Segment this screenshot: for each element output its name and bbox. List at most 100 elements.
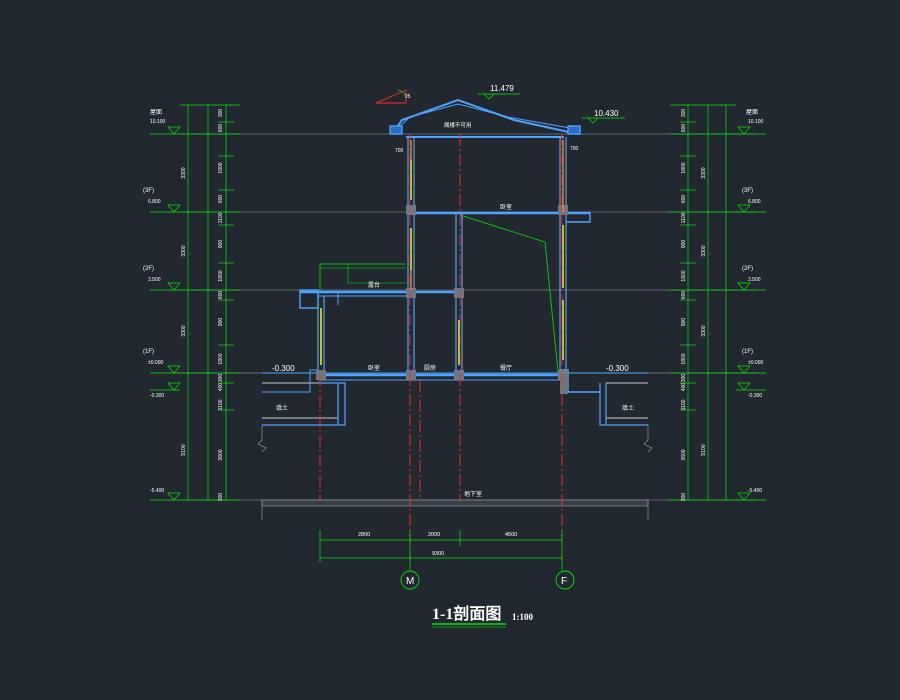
left-inner-dim-8: 900 bbox=[218, 318, 224, 327]
room-kitchen: 厨房 bbox=[424, 364, 436, 372]
right-inner-dim-6: 1800 bbox=[681, 270, 687, 281]
level-lines bbox=[178, 133, 756, 501]
left-inner-dim-12: 1100 bbox=[218, 399, 224, 410]
bottom-dimension-chain bbox=[319, 530, 563, 570]
room-bedroom-1f: 卧室 bbox=[368, 364, 380, 372]
ground-section bbox=[257, 372, 653, 520]
right-inner-dim-8: 900 bbox=[681, 318, 687, 327]
right-inner-dim-5: 900 bbox=[681, 240, 687, 249]
doors bbox=[410, 140, 564, 290]
roof-value-right: 10.100 bbox=[748, 119, 764, 125]
vertical-dimension-texts: 3300 3300 3300 5100 300 600 1800 600 1100 900 1800… bbox=[181, 109, 707, 502]
right-inner-dim-10: 300 bbox=[681, 374, 687, 383]
title-underline bbox=[432, 623, 506, 628]
room-dining: 餐厅 bbox=[500, 364, 512, 372]
f2-value-left: 3.500 bbox=[148, 277, 161, 283]
right-outer-dim-3: 5100 bbox=[701, 444, 707, 455]
f1-label-left: (1F) bbox=[143, 349, 154, 355]
right-inner-dim-13: 3600 bbox=[681, 449, 687, 460]
top-elevation-marks bbox=[478, 93, 625, 124]
f2-label-right: (2F) bbox=[742, 266, 753, 272]
grade-value-left: -0.300 bbox=[150, 393, 164, 399]
slope-indicator bbox=[375, 89, 407, 104]
axis-label-m: M bbox=[406, 576, 414, 587]
room-balcony: 露台 bbox=[368, 281, 380, 289]
slope-label: 25 bbox=[405, 94, 411, 100]
right-inner-dim-11: 400 bbox=[681, 383, 687, 392]
eave-elevation: 10.430 bbox=[594, 109, 619, 118]
stair-line bbox=[459, 214, 559, 373]
grade-value-right: -0.300 bbox=[748, 393, 762, 399]
left-inner-dim-6: 1800 bbox=[218, 270, 224, 281]
right-outer-dim-1: 3300 bbox=[701, 245, 707, 256]
dim-2000: 2000 bbox=[428, 532, 440, 538]
left-inner-dim-3: 600 bbox=[218, 195, 224, 204]
right-outer-dim-0: 3300 bbox=[701, 167, 707, 178]
ground-elevation-left: -0.300 bbox=[272, 364, 295, 373]
windows bbox=[320, 160, 564, 365]
soil-right: 填土 bbox=[622, 404, 634, 412]
right-inner-dim-1: 600 bbox=[681, 124, 687, 133]
left-inner-dim-13: 3600 bbox=[218, 449, 224, 460]
dim-4500: 4500 bbox=[505, 532, 517, 538]
left-outer-dim-3: 5100 bbox=[181, 444, 187, 455]
drawing-title: 1-1剖面图 bbox=[432, 604, 501, 623]
left-inner-dim-4: 1100 bbox=[218, 212, 224, 223]
drawing-text: 11.479 10.430 25 屋面 10.100 (3F) 6.800 (2… bbox=[143, 84, 764, 623]
right-dimension-chain bbox=[670, 104, 766, 501]
right-inner-dim-0: 300 bbox=[681, 109, 687, 118]
axis-lines bbox=[319, 134, 563, 560]
cornice-dim-left: 700 bbox=[395, 148, 404, 154]
right-outer-dim-2: 3300 bbox=[701, 325, 707, 336]
right-inner-dim-3: 600 bbox=[681, 195, 687, 204]
left-inner-dim-9: 1800 bbox=[218, 353, 224, 364]
roof-label-right: 屋面 bbox=[746, 109, 758, 116]
axis-label-f: F bbox=[561, 576, 567, 587]
room-bedroom-3f: 卧室 bbox=[500, 203, 512, 211]
left-inner-dim-2: 1800 bbox=[218, 162, 224, 173]
left-inner-dim-1: 600 bbox=[218, 124, 224, 133]
structural-columns bbox=[316, 205, 568, 394]
room-attic: 阁楼不可用 bbox=[444, 121, 472, 129]
left-inner-dim-11: 400 bbox=[218, 383, 224, 392]
dim-total: 9300 bbox=[432, 551, 444, 557]
axis-bubble-m bbox=[400, 570, 420, 590]
left-outer-dim-0: 3300 bbox=[181, 167, 187, 178]
f3-label-left: (3F) bbox=[143, 188, 154, 194]
left-dimension-chain bbox=[150, 104, 240, 501]
building-section bbox=[262, 98, 607, 425]
f1-value-right: ±0.000 bbox=[748, 360, 763, 366]
left-inner-dim-10: 300 bbox=[218, 374, 224, 383]
base-value-left: -5.400 bbox=[150, 488, 164, 494]
right-inner-dim-2: 1800 bbox=[681, 162, 687, 173]
f1-label-right: (1F) bbox=[742, 349, 753, 355]
roof-value-left: 10.100 bbox=[150, 119, 166, 125]
left-inner-dim-0: 300 bbox=[218, 109, 224, 118]
left-outer-dim-2: 3300 bbox=[181, 325, 187, 336]
axis-bubble-f bbox=[555, 570, 575, 590]
right-inner-dim-9: 1800 bbox=[681, 353, 687, 364]
roof-label-left: 屋面 bbox=[150, 109, 162, 116]
f3-label-right: (3F) bbox=[742, 188, 753, 194]
cornice-dim-right: 700 bbox=[570, 146, 579, 152]
room-basement: 地下室 bbox=[464, 490, 482, 498]
soil-left: 填土 bbox=[276, 404, 288, 412]
left-inner-dim-5: 900 bbox=[218, 240, 224, 249]
drawing-scale: 1:100 bbox=[512, 612, 533, 622]
f3-value-right: 6.800 bbox=[748, 199, 761, 205]
right-inner-dim-7: 600 bbox=[681, 291, 687, 300]
right-inner-dim-4: 1100 bbox=[681, 212, 687, 223]
f2-label-left: (2F) bbox=[143, 266, 154, 272]
f2-value-right: 3.500 bbox=[748, 277, 761, 283]
left-inner-dim-7: 600 bbox=[218, 291, 224, 300]
left-inner-dim-14: 300 bbox=[218, 493, 224, 502]
base-value-right: -5.400 bbox=[748, 488, 762, 494]
right-inner-dim-12: 1100 bbox=[681, 399, 687, 410]
f3-value-left: 6.800 bbox=[148, 199, 161, 205]
ground-elevation-right: -0.300 bbox=[606, 364, 629, 373]
right-inner-dim-14: 300 bbox=[681, 493, 687, 502]
dim-2800: 2800 bbox=[358, 532, 370, 538]
f1-value-left: ±0.000 bbox=[148, 360, 163, 366]
axis-bubbles bbox=[400, 570, 575, 590]
